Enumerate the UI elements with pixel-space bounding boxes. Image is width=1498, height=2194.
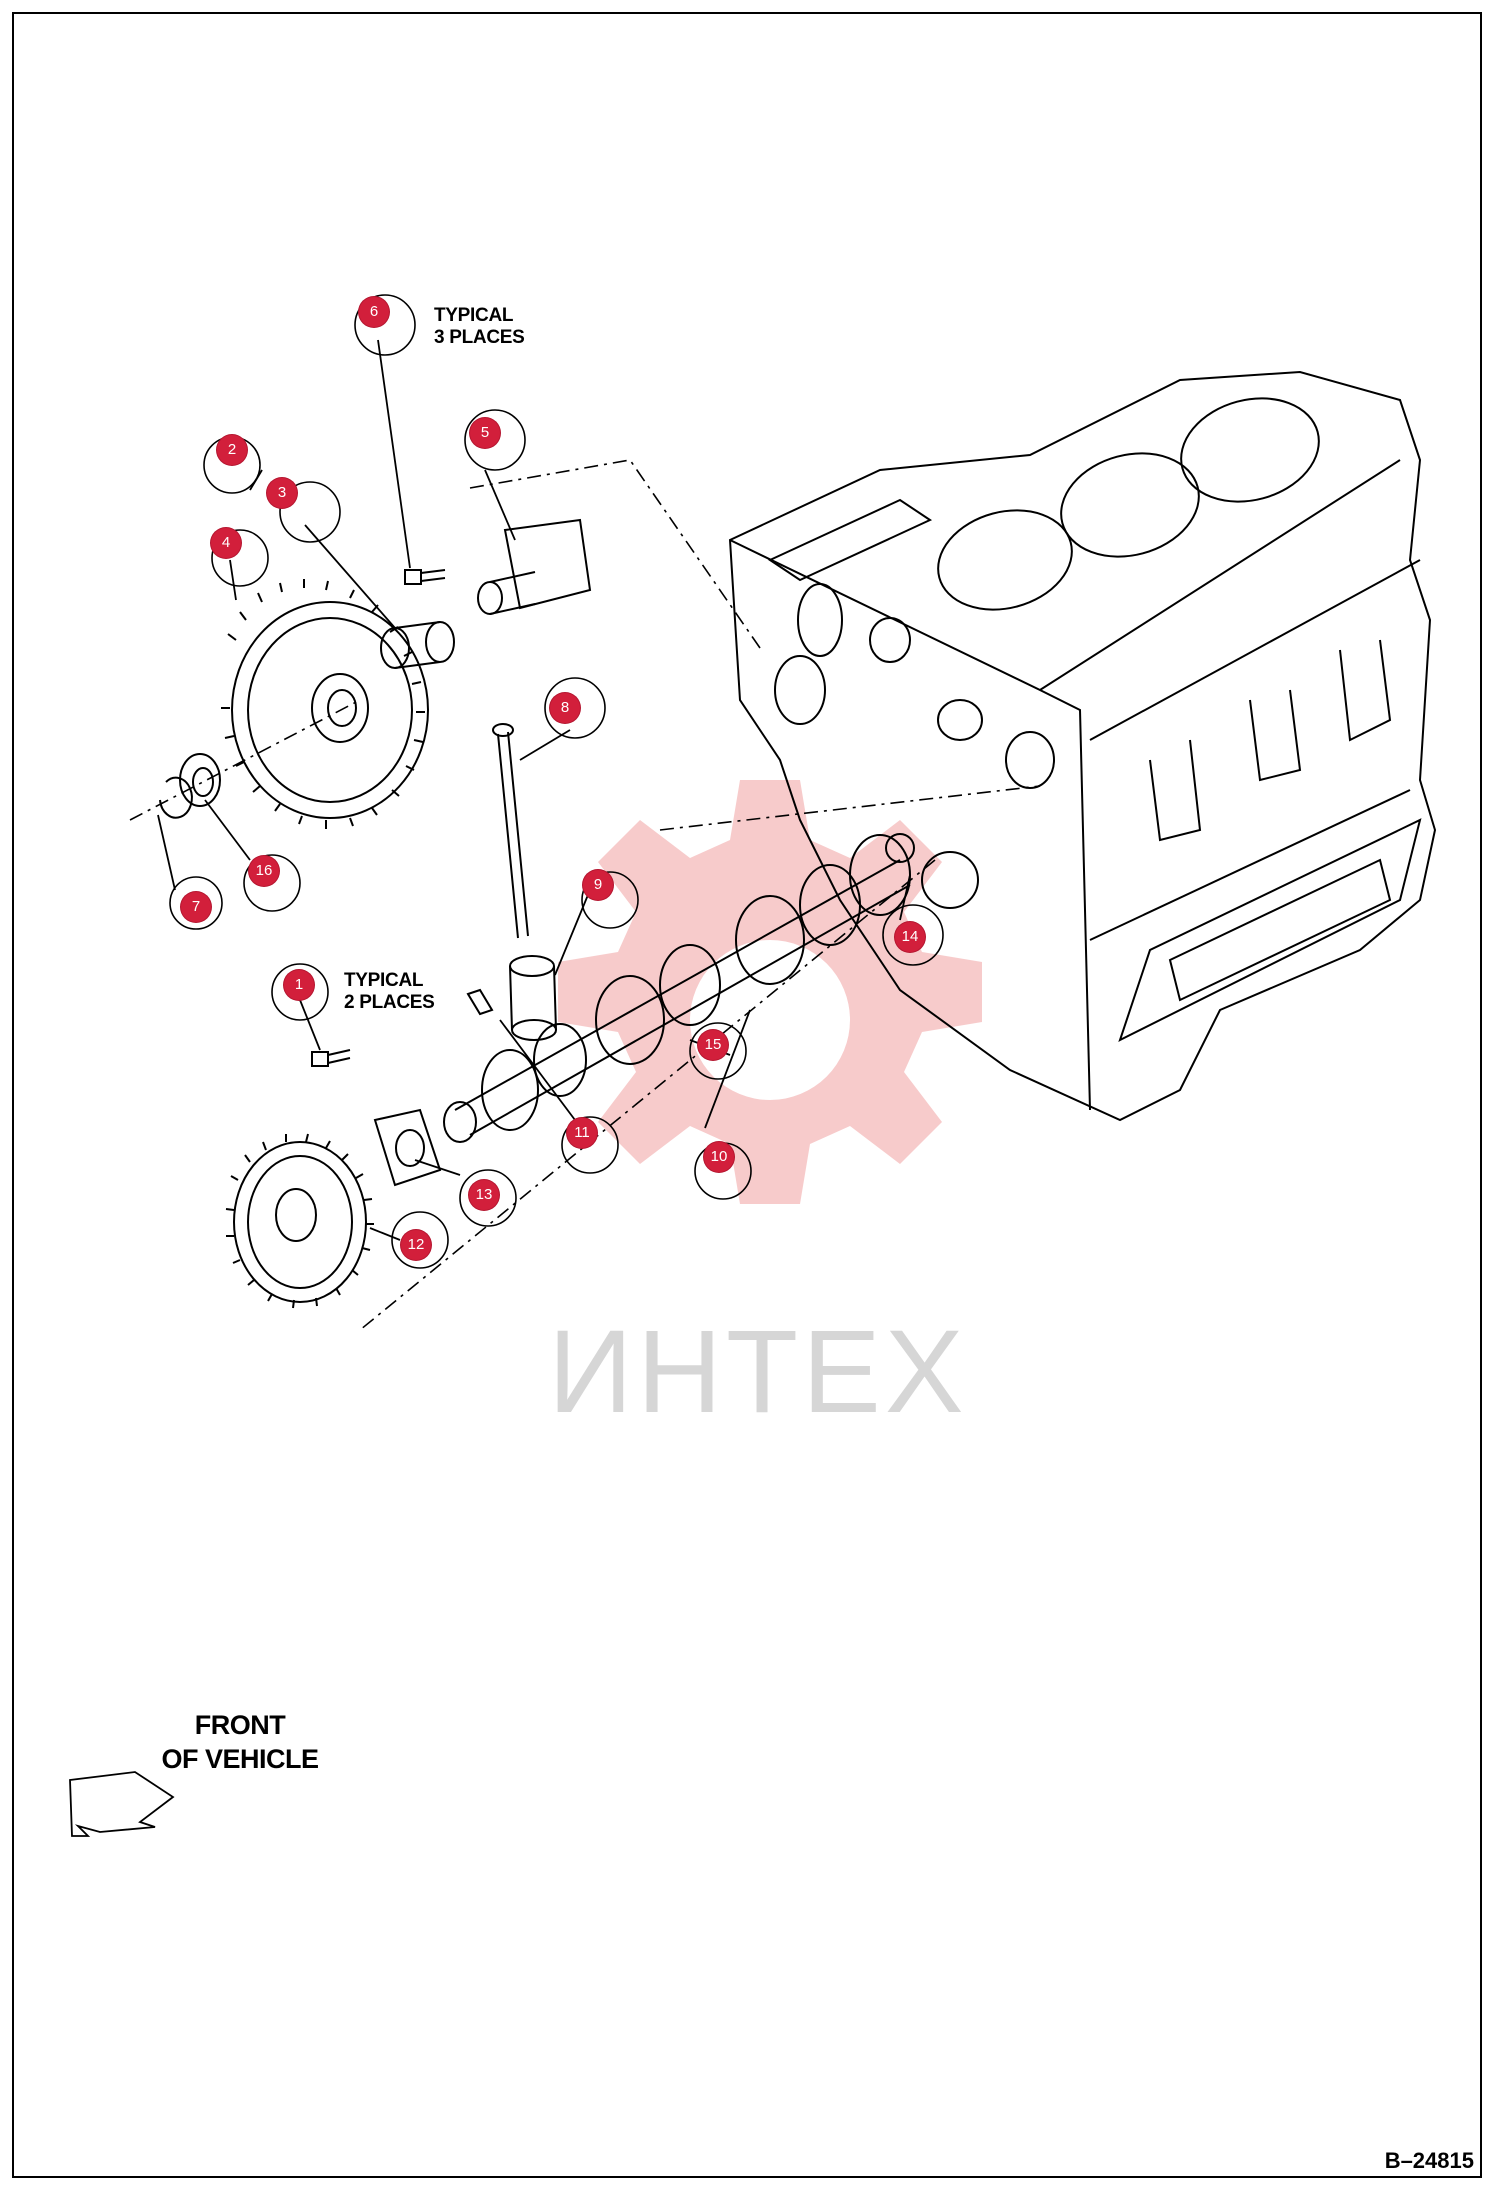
callout-10[interactable]: 10 [704,1142,734,1172]
callout-4[interactable]: 4 [211,528,241,558]
callout-12[interactable]: 12 [401,1230,431,1260]
callout-5[interactable]: 5 [470,418,500,448]
callout-8[interactable]: 8 [550,693,580,723]
front-line2: OF VEHICLE [161,1744,319,1774]
callout-2[interactable]: 2 [217,435,247,465]
callout-11[interactable]: 11 [567,1118,597,1148]
key-pin [466,988,494,1016]
cam-plate [311,1049,442,1187]
idler-shaft [477,518,592,615]
callout-16[interactable]: 16 [249,856,279,886]
push-rod [492,723,529,939]
typical-3-line1: TYPICAL [434,305,514,326]
typical-3-line2: 3 PLACES [434,327,525,348]
tappet [509,955,557,1041]
engine-block [728,370,1437,1122]
typical-2-line2: 2 PLACES [344,992,435,1013]
assembly-lines [129,459,1041,1331]
callout-9[interactable]: 9 [583,870,613,900]
camshaft [443,833,915,1143]
watermark-text: ИНТЕХ [548,1306,968,1438]
cam-gear [225,1133,374,1309]
front-arrow [69,1771,175,1837]
figure-code: B–24815 [1384,2148,1474,2173]
typical-2-places-note: TYPICAL 2 PLACES [344,970,435,1014]
typical-2-line1: TYPICAL [344,970,424,991]
callout-3[interactable]: 3 [267,478,297,508]
part-number-circles [169,294,944,1269]
idler-gear [221,579,429,829]
callout-14[interactable]: 14 [895,922,925,952]
typical-3-places-note: TYPICAL 3 PLACES [434,305,525,349]
callout-13[interactable]: 13 [469,1180,499,1210]
callout-15[interactable]: 15 [698,1030,728,1060]
idler-bolt [404,569,446,585]
front-line1: FRONT [194,1710,286,1740]
snap-ring-washer [159,753,221,819]
callout-1[interactable]: 1 [284,970,314,1000]
watermark-gear [558,780,982,1204]
front-of-vehicle-label: FRONT OF VEHICLE [150,1708,330,1776]
callout-6[interactable]: 6 [359,297,389,327]
callout-7[interactable]: 7 [181,892,211,922]
